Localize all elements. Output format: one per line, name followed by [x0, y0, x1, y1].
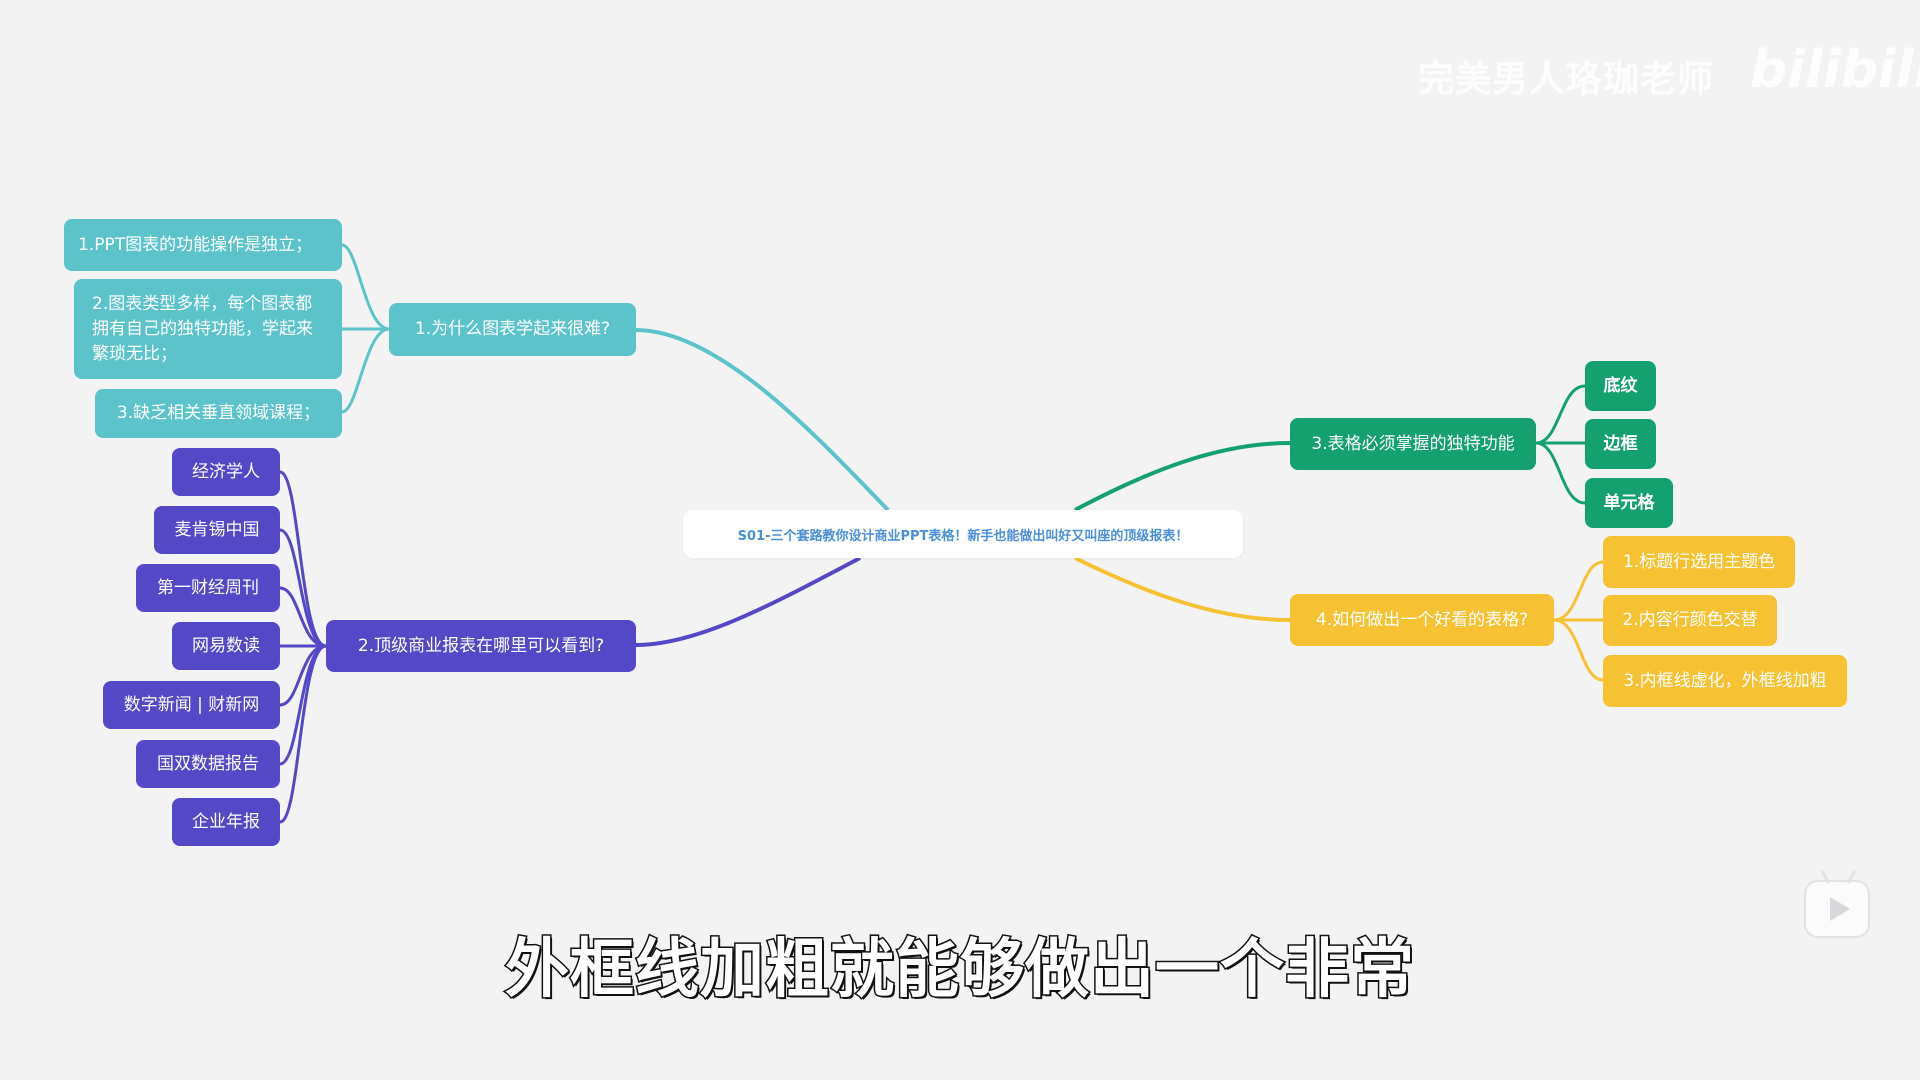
bilibili-logo: bilibili [1750, 40, 1920, 100]
branch-4-child-2[interactable]: 2.内容行颜色交替 [1603, 595, 1777, 646]
branch-4-child-3[interactable]: 3.内框线虚化，外框线加粗 [1603, 655, 1847, 707]
branch-1-child-2[interactable]: 2.图表类型多样，每个图表都拥有自己的独特功能，学起来繁琐无比； [74, 279, 342, 379]
branch-1-child-1[interactable]: 1.PPT图表的功能操作是独立； [64, 219, 342, 271]
branch-1-child-3[interactable]: 3.缺乏相关垂直领域课程； [95, 389, 342, 438]
play-triangle-icon [1830, 897, 1850, 921]
branch-3-node[interactable]: 3.表格必须掌握的独特功能 [1290, 418, 1536, 470]
branch-3-child-2[interactable]: 边框 [1585, 419, 1656, 469]
branch-2-child-7[interactable]: 企业年报 [172, 798, 280, 846]
branch-3-child-1[interactable]: 底纹 [1585, 361, 1656, 411]
branch-2-node[interactable]: 2.顶级商业报表在哪里可以看到? [326, 620, 636, 672]
play-icon[interactable] [1804, 870, 1870, 938]
video-subtitle: 外框线加粗就能够做出一个非常 [504, 932, 1416, 1009]
mindmap-root-node[interactable]: S01-三个套路教你设计商业PPT表格！新手也能做出叫好又叫座的顶级报表！ [683, 510, 1243, 558]
branch-2-child-4[interactable]: 网易数读 [172, 622, 280, 670]
branch-4-node[interactable]: 4.如何做出一个好看的表格? [1290, 594, 1554, 646]
branch-1-node[interactable]: 1.为什么图表学起来很难? [389, 303, 636, 356]
branch-2-child-5[interactable]: 数字新闻 | 财新网 [103, 681, 280, 729]
branch-4-child-1[interactable]: 1.标题行选用主题色 [1603, 536, 1795, 588]
branch-2-child-1[interactable]: 经济学人 [172, 448, 280, 496]
branch-2-child-3[interactable]: 第一财经周刊 [136, 564, 280, 612]
author-watermark: 完美男人珞珈老师 [1418, 59, 1715, 100]
branch-2-child-2[interactable]: 麦肯锡中国 [154, 506, 280, 554]
branch-2-child-6[interactable]: 国双数据报告 [136, 740, 280, 788]
branch-3-child-3[interactable]: 单元格 [1585, 478, 1673, 528]
